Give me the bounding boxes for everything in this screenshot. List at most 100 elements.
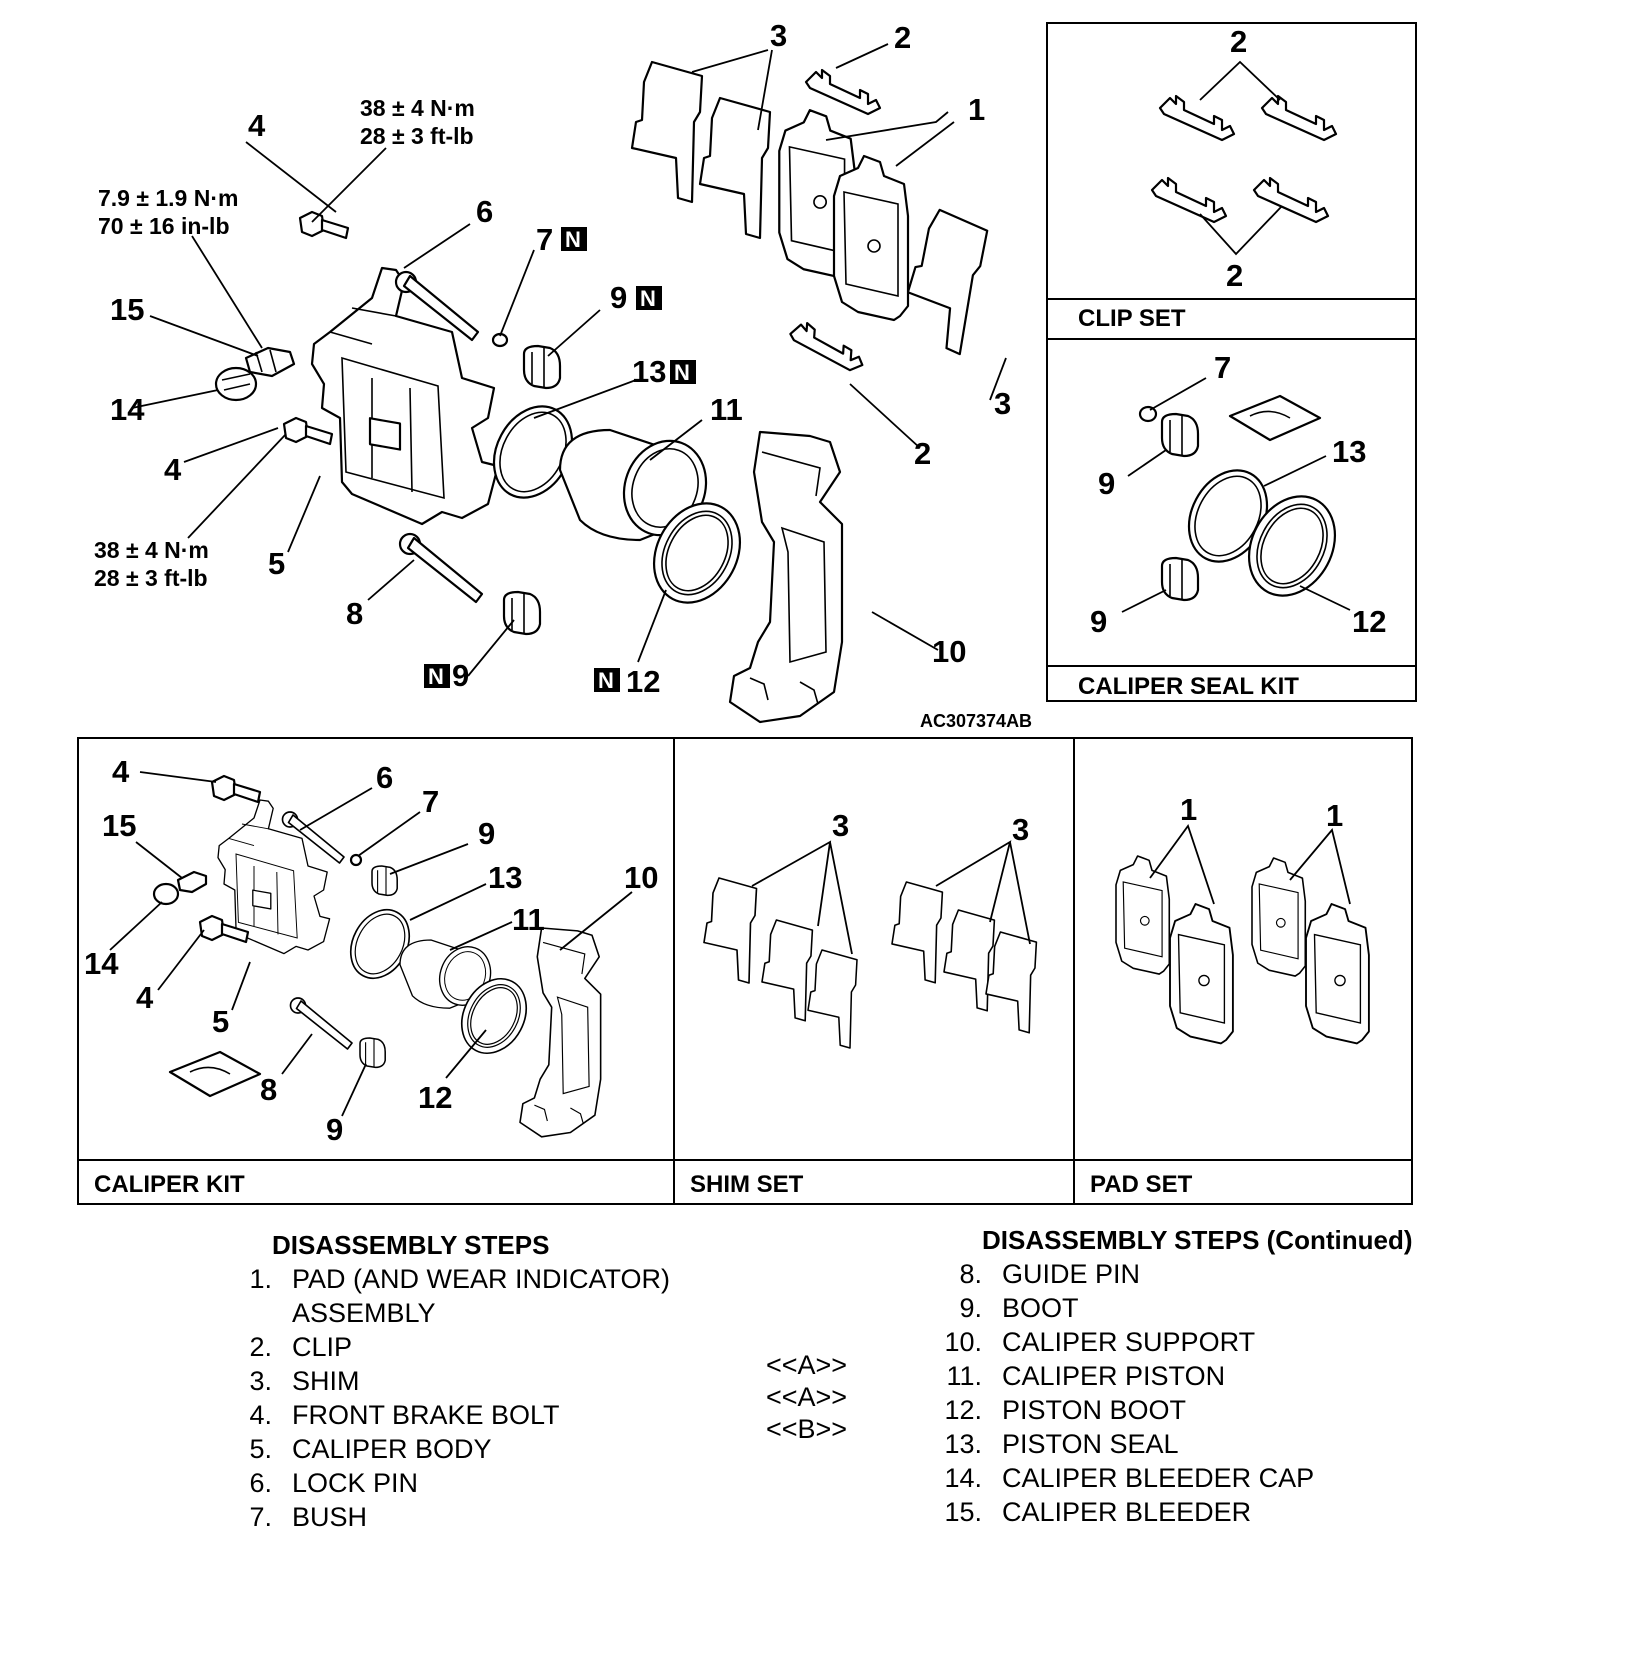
- step-item: 7. BUSH: [212, 1500, 670, 1534]
- clip-set-callout-2-top: 2: [1230, 24, 1247, 59]
- kit-callout-13: 13: [488, 860, 522, 895]
- svg-text:N: N: [428, 664, 444, 689]
- step-label: CLIP: [292, 1332, 353, 1362]
- kit-grease-pack: [168, 1050, 262, 1098]
- step-item: 13.PISTON SEAL: [922, 1427, 1413, 1461]
- clip-set-clip-1: [1158, 94, 1236, 142]
- new-part-badge-9a: [636, 286, 662, 310]
- kit-panels-box: [77, 737, 1413, 1205]
- step-number: [212, 1296, 292, 1330]
- pad-callout-1a: 1: [1180, 792, 1197, 827]
- clip-set-clip-2: [1260, 94, 1338, 142]
- clip-bottom: [787, 320, 867, 373]
- kit-bolt-upper: [210, 774, 262, 804]
- kit-callout-11: 11: [512, 902, 545, 937]
- callout-2-bottom: 2: [914, 436, 931, 471]
- step-marker-12: <<A>>: [766, 1382, 848, 1412]
- callout-13-top: 13: [632, 354, 666, 389]
- svg-text:N: N: [565, 227, 581, 252]
- seal-kit-bush: [1138, 405, 1158, 423]
- kit-callout-9b: 9: [326, 1112, 343, 1147]
- steps-heading: DISASSEMBLY STEPS: [272, 1230, 550, 1260]
- step-item: 5.CALIPER BODY: [212, 1432, 670, 1466]
- step-item: 10.CALIPER SUPPORT: [922, 1325, 1413, 1359]
- callout-3-top: 3: [770, 18, 787, 53]
- brake-pad-inner: [832, 154, 910, 322]
- callout-9-top: 9: [610, 280, 627, 315]
- callout-10-top: 10: [932, 634, 966, 669]
- step-label: BOOT: [1002, 1293, 1079, 1323]
- step-number: 6.: [249, 1468, 272, 1498]
- step-label: FRONT BRAKE BOLT: [292, 1400, 560, 1430]
- kit-callout-5: 5: [212, 1004, 229, 1039]
- steps-heading-continued: DISASSEMBLY STEPS (Continued): [982, 1225, 1413, 1255]
- kit-callout-9a: 9: [478, 816, 495, 851]
- kit-callout-14: 14: [84, 946, 119, 981]
- caliper-seal-kit-caption: CALIPER SEAL KIT: [1078, 673, 1299, 700]
- caliper-bleeder: [244, 346, 296, 378]
- kit-callout-7: 7: [422, 784, 439, 819]
- clip-set-callout-2-bottom: 2: [1226, 258, 1243, 293]
- kit-caliper-support: [519, 927, 602, 1138]
- torque-upper-ftlb: 28 ± 3 ft-lb: [360, 123, 474, 149]
- caliper-support: [728, 430, 844, 724]
- step-item: 15. CALIPER BLEEDER: [922, 1495, 1413, 1529]
- step-marker-11: <<A>>: [766, 1350, 848, 1380]
- torque-bleeder-inlb: 70 ± 16 in-lb: [98, 213, 230, 239]
- pad-leader-2: [1289, 828, 1351, 905]
- step-number: 14.: [944, 1463, 982, 1493]
- step-label: CALIPER BLEEDER CAP: [1002, 1463, 1315, 1493]
- callout-1-top: 1: [968, 92, 985, 127]
- clip-set-caption: CLIP SET: [1078, 305, 1186, 332]
- callout-6-top: 6: [476, 194, 493, 229]
- seal-kit-boot-2: [1160, 556, 1200, 602]
- kit-boot-upper: [371, 865, 398, 897]
- clip-set-clip-4: [1252, 176, 1330, 224]
- seal-kit-callout-7: 7: [1214, 350, 1231, 385]
- step-item: 12.PISTON BOOT: [922, 1393, 1413, 1427]
- step-number: 15.: [944, 1497, 982, 1527]
- step-label: ASSEMBLY: [292, 1298, 436, 1328]
- kit-boot-lower: [359, 1037, 386, 1069]
- new-part-badge-12: [594, 668, 620, 692]
- shim-set-illustrations: [703, 877, 1038, 1049]
- kit-callout-10: 10: [624, 860, 658, 895]
- callout-5-top: 5: [268, 546, 285, 581]
- pad-callout-1b: 1: [1326, 798, 1343, 833]
- kit-bleeder-cap: [152, 882, 180, 906]
- caliper-kit-caption: CALIPER KIT: [94, 1171, 245, 1198]
- svg-text:N: N: [640, 286, 656, 311]
- caliper-kit-leaders: [109, 771, 633, 1117]
- step-number: 5.: [249, 1434, 272, 1464]
- new-part-badge-13: [670, 360, 696, 384]
- kit-callout-6: 6: [376, 760, 393, 795]
- seal-kit-grease-pack: [1228, 394, 1322, 442]
- step-label: GUIDE PIN: [1002, 1259, 1141, 1289]
- step-label: BUSH: [292, 1502, 368, 1532]
- shim-leader-1: [751, 840, 853, 955]
- pad-set-illustrations: [1115, 855, 1370, 1045]
- step-number: 4.: [249, 1400, 272, 1430]
- disassembly-steps-left: DISASSEMBLY STEPS 1.PAD (AND WEAR INDICA…: [212, 1228, 670, 1534]
- step-label: CALIPER BLEEDER: [1002, 1497, 1252, 1527]
- shim-right: [899, 205, 991, 357]
- svg-text:N: N: [598, 668, 614, 693]
- top-leader-lines: [131, 43, 1007, 677]
- shim-callout-3b: 3: [1012, 812, 1029, 847]
- callout-4-top: 4: [248, 108, 266, 143]
- step-number: 10.: [944, 1327, 982, 1357]
- step-label: PISTON SEAL: [1002, 1429, 1179, 1459]
- figure-code: AC307374AB: [920, 711, 1032, 731]
- step-number: 11.: [946, 1361, 982, 1391]
- step-number: 9.: [959, 1293, 982, 1323]
- step-number: 12.: [944, 1395, 982, 1425]
- boot-upper: [522, 344, 562, 390]
- kit-callout-15: 15: [102, 808, 136, 843]
- step-item: 2.CLIP: [212, 1330, 670, 1364]
- clip-set-clip-3: [1150, 176, 1228, 224]
- caliper-body-illustration: [310, 266, 500, 526]
- step-number: 7.: [249, 1502, 272, 1532]
- seal-kit-callout-9b: 9: [1090, 604, 1107, 639]
